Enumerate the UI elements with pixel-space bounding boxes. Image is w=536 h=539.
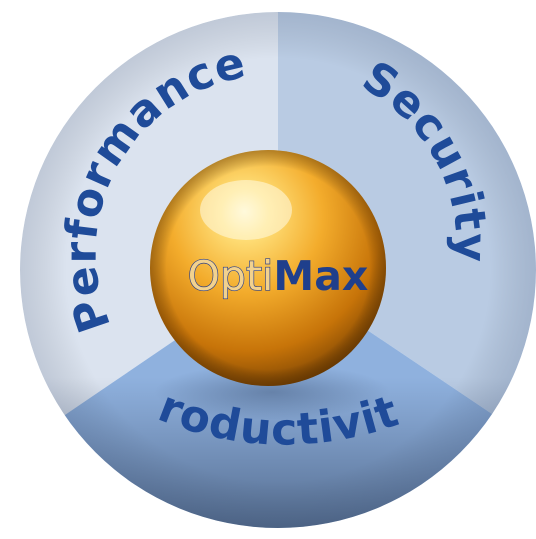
center-title-opti: Opti bbox=[188, 252, 274, 300]
center-title: OptiMax bbox=[188, 252, 369, 300]
center-title-max: Max bbox=[273, 252, 368, 300]
sphere-highlight bbox=[200, 180, 292, 240]
sphere-shadow bbox=[154, 364, 390, 420]
